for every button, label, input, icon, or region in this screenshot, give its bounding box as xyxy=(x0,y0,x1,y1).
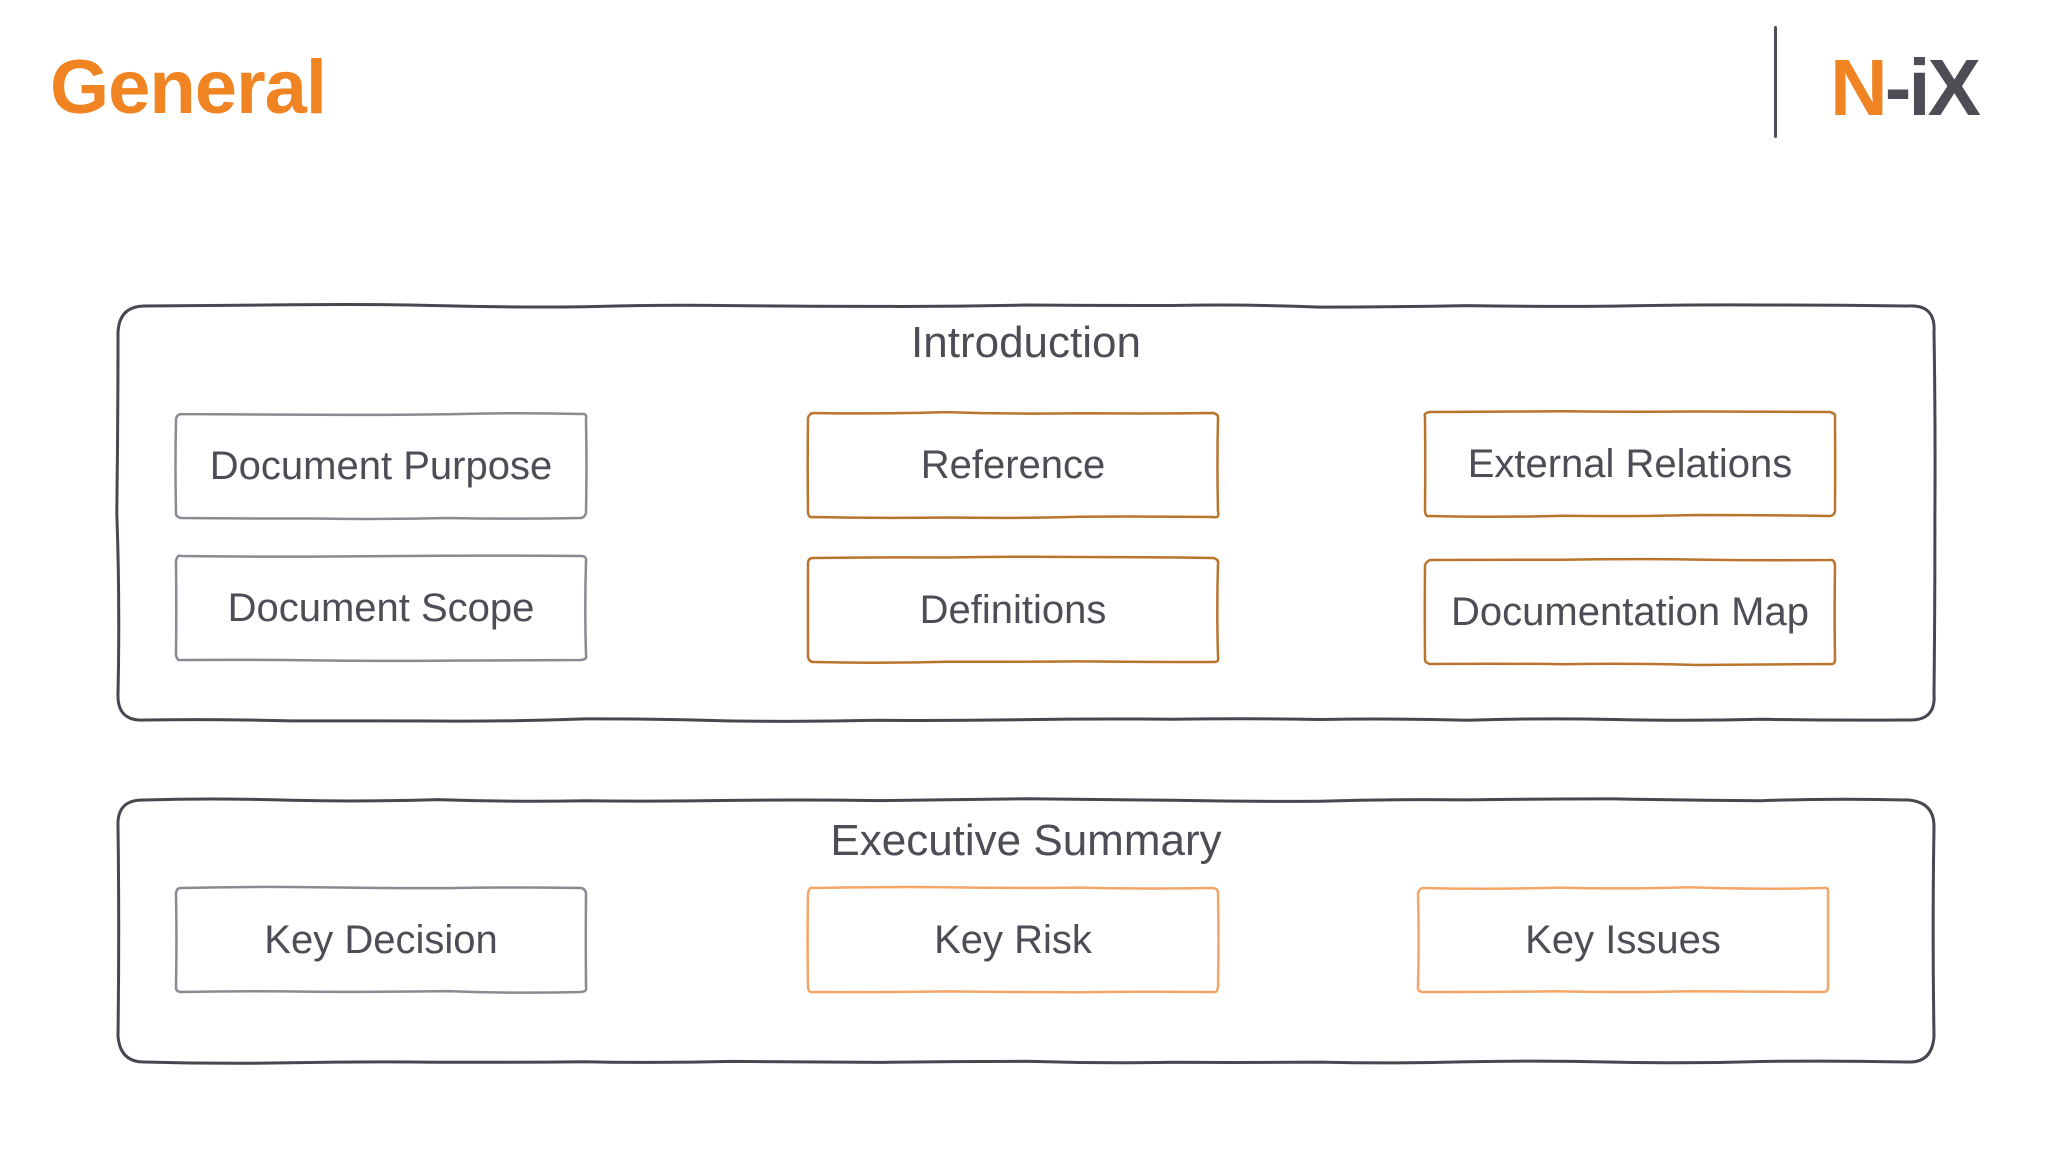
box-document-scope: Document Scope xyxy=(174,554,588,663)
nix-logo: N-iX xyxy=(1830,42,1981,134)
box-label: Key Decision xyxy=(264,917,498,962)
box-documentation-map: Documentation Map xyxy=(1423,557,1837,667)
logo-text-dark: -iX xyxy=(1884,43,1981,132)
box-label: Documentation Map xyxy=(1451,589,1809,634)
box-label: Key Issues xyxy=(1525,917,1721,962)
box-label: Reference xyxy=(920,442,1106,487)
box-key-risk: Key Risk xyxy=(806,885,1220,994)
box-external-relations: External Relations xyxy=(1423,410,1837,518)
panel-title-introduction: Introduction xyxy=(911,318,1141,367)
box-key-issues: Key Issues xyxy=(1416,885,1830,994)
box-key-decision: Key Decision xyxy=(174,885,588,994)
logo-divider xyxy=(1774,26,1777,138)
box-label: Document Purpose xyxy=(209,443,553,488)
box-reference: Reference xyxy=(806,410,1220,520)
introduction-panel: Introduction Document Purpose Reference … xyxy=(115,302,1937,723)
page-title: General xyxy=(50,45,327,130)
logo-text-orange: N xyxy=(1830,43,1888,132)
box-label: Definitions xyxy=(919,587,1107,632)
box-document-purpose: Document Purpose xyxy=(174,411,588,521)
box-label: Document Scope xyxy=(227,585,535,630)
box-label: External Relations xyxy=(1467,441,1793,486)
executive-summary-panel: Executive Summary Key Decision Key Risk … xyxy=(116,797,1936,1065)
panel-title-executive-summary: Executive Summary xyxy=(830,816,1222,865)
box-definitions: Definitions xyxy=(806,555,1220,664)
box-label: Key Risk xyxy=(934,917,1092,962)
